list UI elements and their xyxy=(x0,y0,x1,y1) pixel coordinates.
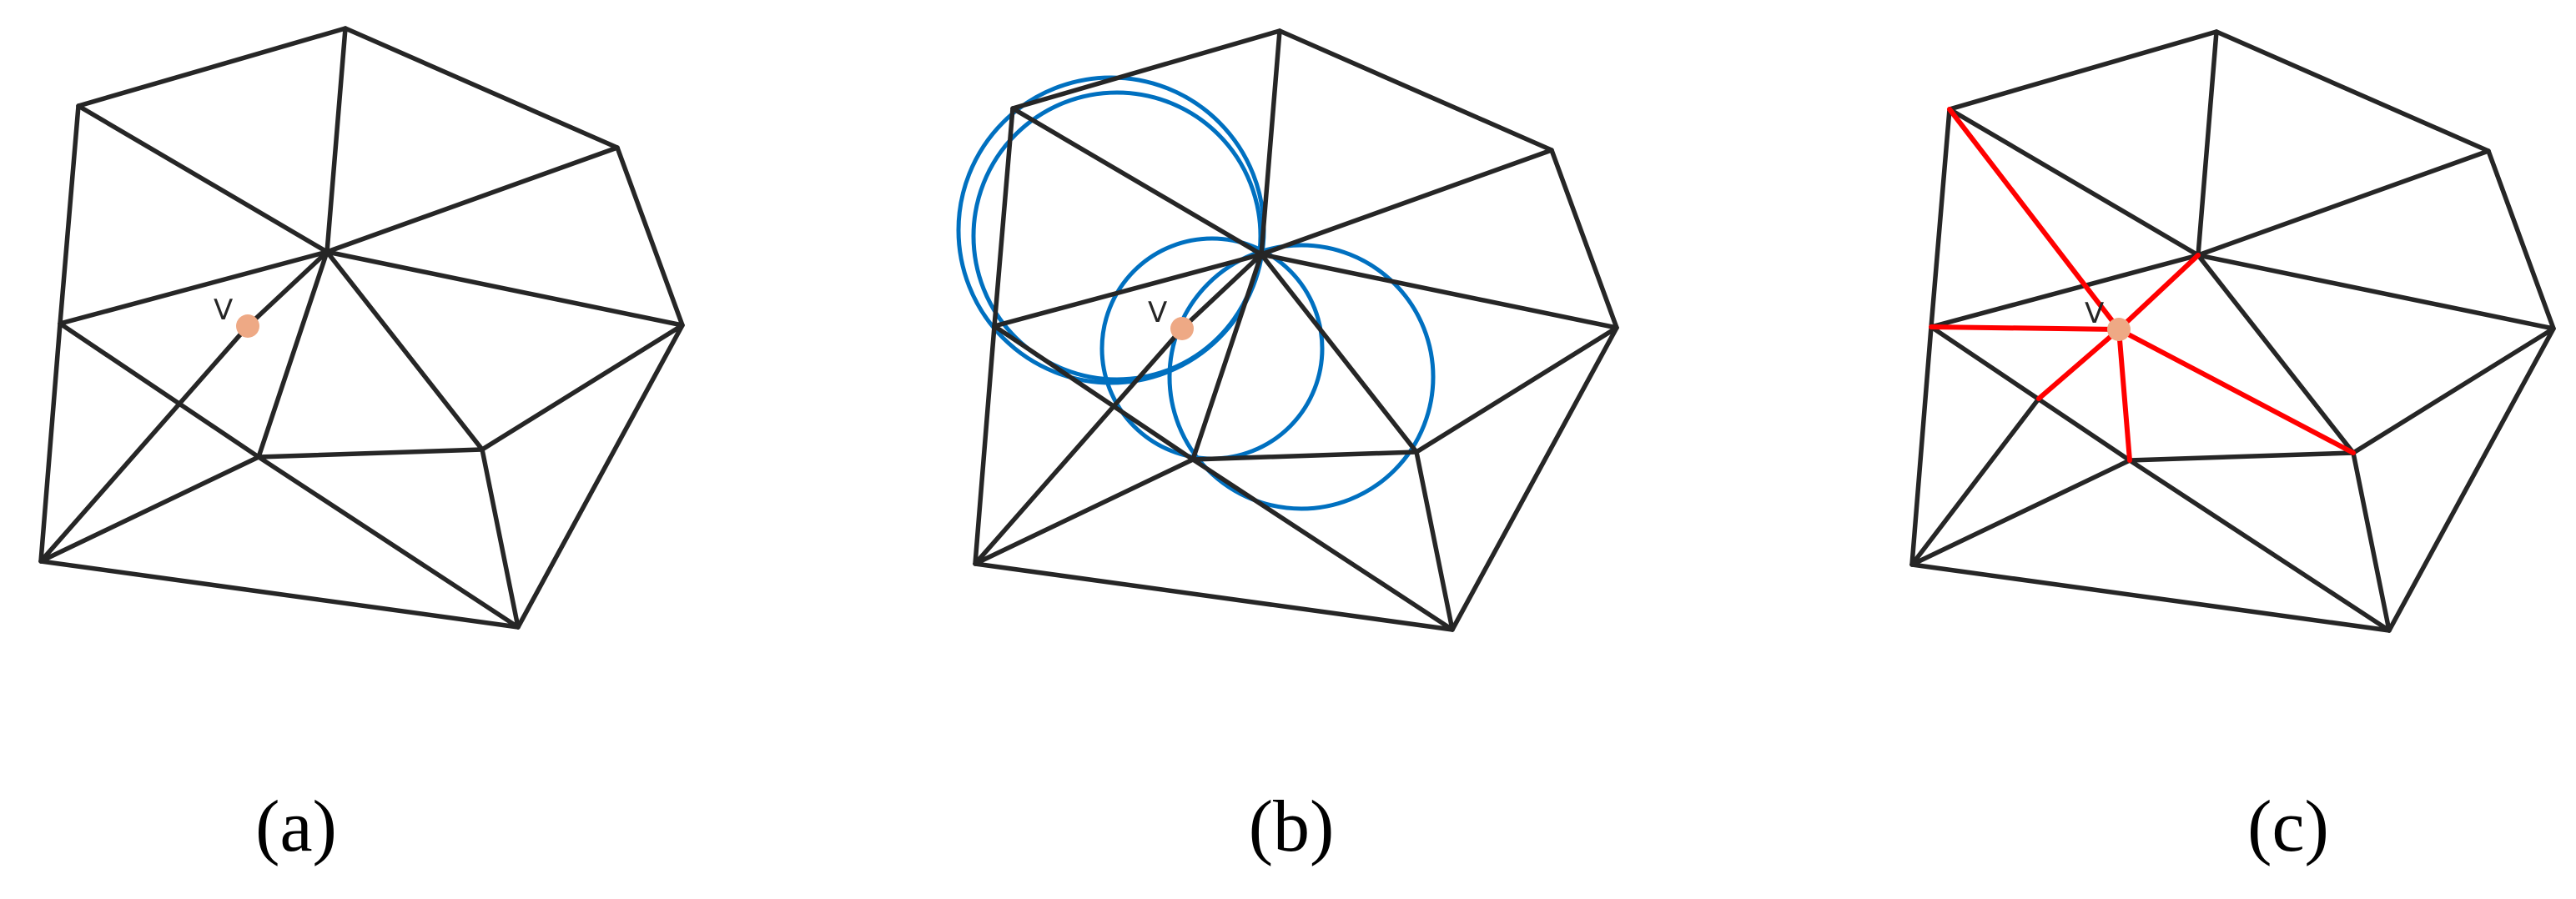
mesh-edge xyxy=(2127,458,2392,633)
mesh-edge xyxy=(1414,450,1455,632)
new-edge xyxy=(2036,327,2121,401)
mesh-edge xyxy=(1259,252,1419,455)
mesh-edge xyxy=(1190,450,1419,462)
mesh-edge xyxy=(1947,29,2219,112)
mesh-edges xyxy=(1909,29,2556,633)
mesh-edge xyxy=(1929,253,2201,329)
mesh-edge xyxy=(1259,28,1282,257)
panel-caption-c: (c) xyxy=(2247,786,2329,867)
vertex-v-marker xyxy=(1170,317,1194,340)
mesh-edge xyxy=(325,249,485,452)
vertex-v-label: V xyxy=(1148,296,1167,329)
new-edge xyxy=(2116,327,2132,463)
mesh-edge xyxy=(1180,252,1264,331)
mesh-edge xyxy=(256,249,330,460)
mesh-edge xyxy=(973,324,997,566)
mesh-edge xyxy=(480,323,685,452)
mesh-edge xyxy=(516,323,685,630)
mesh-edge xyxy=(1909,324,1934,567)
mesh-edge xyxy=(325,249,685,328)
panel-c: V (c) xyxy=(1909,29,2556,867)
mesh-edge xyxy=(325,26,348,254)
mesh-edge xyxy=(256,455,521,630)
mesh-edge xyxy=(1909,396,2041,567)
mesh-edge xyxy=(1190,252,1264,462)
mesh-edge xyxy=(480,447,521,630)
mesh-edge xyxy=(1929,324,2132,463)
vertex-v-marker xyxy=(2107,318,2131,341)
mesh-edge xyxy=(2214,29,2491,153)
mesh-edge xyxy=(2387,326,2556,633)
mesh-edge xyxy=(1929,107,1952,329)
mesh-edge xyxy=(38,324,250,564)
vertex-v-label: V xyxy=(2085,297,2104,330)
mesh-edge xyxy=(992,252,1264,329)
mesh-edge xyxy=(1259,148,1554,257)
mesh-edge xyxy=(245,249,330,329)
mesh-edge xyxy=(992,324,1195,462)
mesh-edges xyxy=(973,28,1619,632)
mesh-edge xyxy=(1277,28,1554,153)
mesh-edge xyxy=(58,249,330,326)
new-edge xyxy=(2116,253,2201,332)
mesh-edge xyxy=(1549,148,1619,330)
mesh-edge xyxy=(1414,325,1619,455)
panel-a: V (a) xyxy=(38,26,685,867)
mesh-edge xyxy=(2196,29,2219,258)
circumcircle xyxy=(1099,236,1325,461)
mesh-edge xyxy=(1010,28,1282,111)
mesh-edge xyxy=(2196,148,2491,258)
vertex-v-label: V xyxy=(214,294,233,327)
mesh-edge xyxy=(1909,562,2392,633)
circumcircle xyxy=(971,90,1263,382)
mesh-edge xyxy=(973,561,1455,632)
mesh-edge xyxy=(2486,148,2556,331)
mesh-edge xyxy=(76,26,348,108)
new-edge xyxy=(2116,327,2356,455)
mesh-edge xyxy=(973,457,1195,566)
mesh-edge xyxy=(38,321,63,564)
mesh-edge xyxy=(1010,106,1264,257)
mesh-edge xyxy=(2196,253,2356,455)
mesh-edge xyxy=(38,559,521,630)
mesh-edge xyxy=(615,145,685,328)
circumcircle xyxy=(1167,243,1436,511)
mesh-edge xyxy=(2351,450,2392,633)
mesh-edge xyxy=(38,455,261,564)
mesh-edge xyxy=(1190,457,1455,632)
mesh-edge xyxy=(76,103,330,254)
vertex-v-marker xyxy=(236,314,259,338)
panel-caption-b: (b) xyxy=(1249,786,1335,867)
mesh-edge xyxy=(343,26,620,150)
mesh-edge xyxy=(973,326,1185,566)
mesh-edge xyxy=(256,447,485,460)
mesh-edge xyxy=(1259,252,1619,330)
mesh-edge xyxy=(2351,326,2556,455)
mesh-edge xyxy=(2127,450,2356,463)
panel-caption-a: (a) xyxy=(255,786,337,867)
mesh-edge xyxy=(2196,253,2556,331)
new-edge xyxy=(1929,324,2121,332)
mesh-edge xyxy=(1909,458,2132,567)
panel-b: V (b) xyxy=(956,28,1619,867)
new-edge xyxy=(1947,107,2121,332)
mesh-edge xyxy=(325,145,620,254)
new-edges xyxy=(1929,107,2356,463)
mesh-edge xyxy=(1947,107,2201,258)
mesh-edge xyxy=(58,321,261,460)
mesh-edges xyxy=(38,26,685,630)
mesh-edge xyxy=(58,103,81,326)
mesh-edge xyxy=(992,106,1015,329)
mesh-edge xyxy=(1450,325,1619,632)
